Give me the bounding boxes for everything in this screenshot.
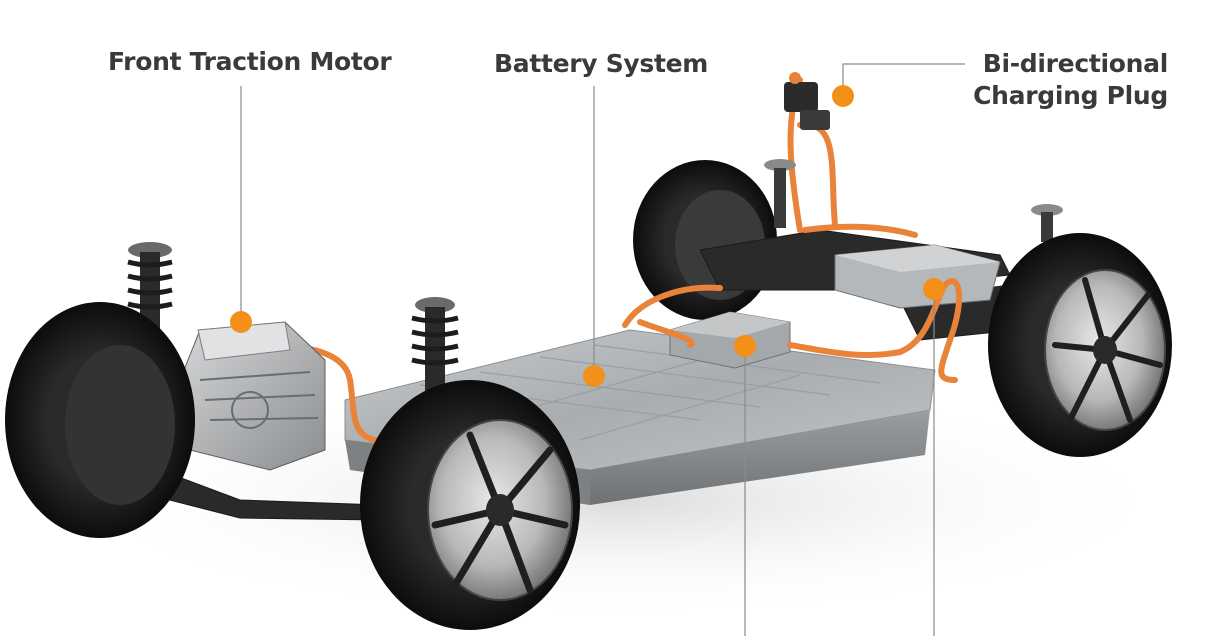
marker-onboard-charger	[923, 278, 945, 300]
marker-charging-plug	[832, 85, 854, 107]
front-traction-motor-label: Front Traction Motor	[108, 47, 392, 76]
front-right-strut	[411, 297, 459, 392]
charging-plug-label: Bi-directional Charging Plug	[950, 48, 1168, 112]
front-right-wheel	[360, 380, 580, 630]
charging-plug-label-line2: Charging Plug	[973, 81, 1168, 110]
rear-strut-mounts	[764, 159, 1063, 242]
onboard-charger	[834, 244, 1001, 309]
front-left-strut	[127, 242, 173, 332]
rear-left-wheel	[633, 160, 777, 320]
front-traction-motor	[179, 321, 326, 471]
marker-front-motor	[230, 311, 252, 333]
charging-plug-label-line1: Bi-directional	[982, 49, 1169, 78]
front-left-wheel	[5, 302, 195, 538]
leader-line-charging-plug	[842, 63, 965, 96]
marker-power-electronics	[734, 335, 756, 357]
callout-markers	[230, 85, 945, 387]
battery-system-label: Battery System	[494, 49, 709, 78]
leader-lines	[240, 63, 965, 636]
charging-plug-connector	[784, 72, 830, 130]
marker-battery	[583, 365, 605, 387]
rear-right-wheel	[988, 233, 1172, 457]
power-electronics-unit	[669, 311, 791, 369]
